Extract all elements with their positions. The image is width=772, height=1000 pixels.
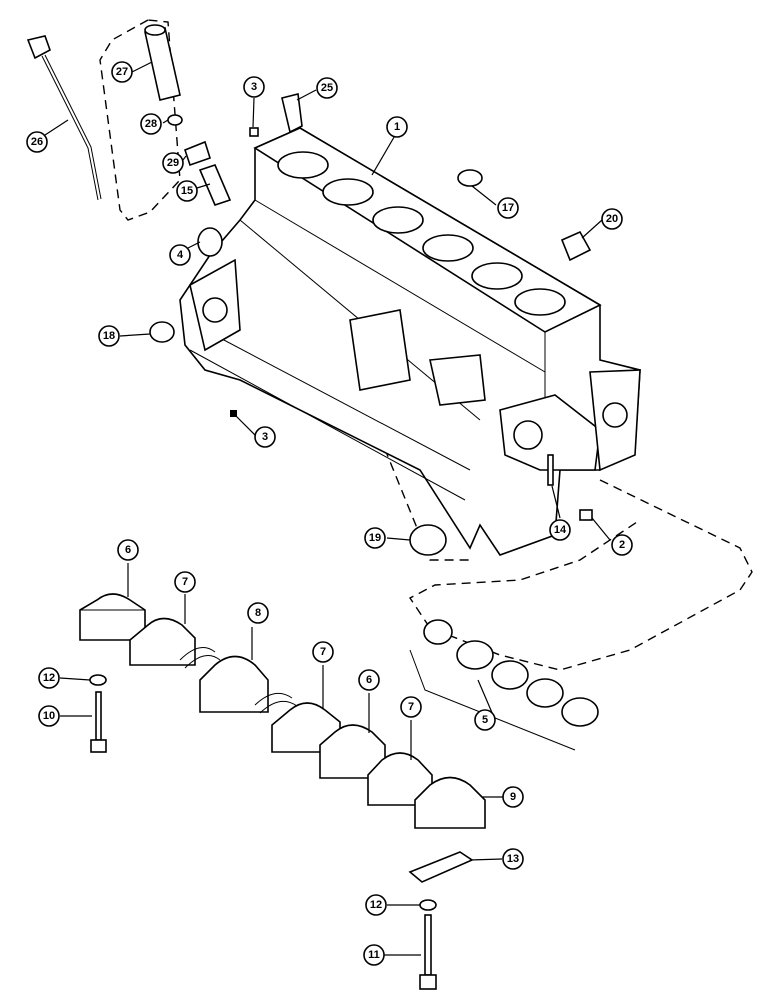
bearing-cap-6-a <box>79 593 146 641</box>
callout-17: 17 <box>497 197 519 219</box>
bearing-cap-7-a <box>129 617 196 666</box>
callout-27-label: 27 <box>116 66 128 78</box>
plug-3-side <box>230 410 237 417</box>
callout-11-label: 11 <box>368 949 380 961</box>
callout-10: 10 <box>38 705 60 727</box>
callout-20-label: 20 <box>606 213 618 225</box>
callout-7-c: 7 <box>400 696 422 718</box>
callout-12-a-label: 12 <box>43 672 55 684</box>
washer-12-b <box>419 899 437 911</box>
callout-12-a: 12 <box>38 667 60 689</box>
callout-15: 15 <box>176 180 198 202</box>
cylinder-block <box>179 127 641 556</box>
callout-3-side: 3 <box>254 426 276 448</box>
callout-8-label: 8 <box>255 607 261 619</box>
o-ring-28 <box>167 114 183 126</box>
stud-14 <box>547 454 554 486</box>
callout-18-label: 18 <box>103 330 115 342</box>
dipstick-26 <box>26 35 102 201</box>
clamp-29 <box>184 140 211 167</box>
callout-14: 14 <box>549 519 571 541</box>
callout-19-label: 19 <box>369 532 381 544</box>
dashed-group-outlines <box>99 19 753 671</box>
callout-11: 11 <box>363 944 385 966</box>
callout-9-label: 9 <box>510 791 516 803</box>
plug-3-top <box>249 127 259 137</box>
callout-7-a: 7 <box>174 571 196 593</box>
callout-19: 19 <box>364 527 386 549</box>
camshaft-bushings <box>409 619 599 751</box>
washer-12-a <box>89 674 107 686</box>
callout-7-b: 7 <box>312 641 334 663</box>
callout-12-b: 12 <box>365 894 387 916</box>
callout-29-label: 29 <box>167 157 179 169</box>
callout-28: 28 <box>140 113 162 135</box>
callout-25-label: 25 <box>321 82 333 94</box>
callout-4-label: 4 <box>177 249 184 261</box>
plug-19 <box>409 524 447 556</box>
callout-13: 13 <box>502 848 524 870</box>
callout-13-label: 13 <box>507 853 519 865</box>
callout-15-label: 15 <box>181 185 193 197</box>
callout-5: 5 <box>474 709 496 731</box>
callout-7-b-label: 7 <box>320 646 326 658</box>
fitting-2 <box>579 509 593 521</box>
callout-1-label: 1 <box>394 121 400 133</box>
callout-14-label: 14 <box>554 524 567 536</box>
callout-1: 1 <box>386 116 408 138</box>
bolt-11 <box>419 914 437 990</box>
callout-10-label: 10 <box>43 710 55 722</box>
bearing-cap-8 <box>199 655 269 713</box>
tube-15 <box>198 164 232 206</box>
callout-2-label: 2 <box>619 539 625 551</box>
callout-20: 20 <box>601 208 623 230</box>
plug-18 <box>149 321 175 343</box>
callout-2: 2 <box>611 534 633 556</box>
callout-6-b: 6 <box>358 669 380 691</box>
callout-18: 18 <box>98 325 120 347</box>
callout-29: 29 <box>162 152 184 174</box>
callout-8: 8 <box>247 602 269 624</box>
callout-25: 25 <box>316 77 338 99</box>
callout-17-label: 17 <box>502 202 514 214</box>
callout-3-top-label: 3 <box>251 81 257 93</box>
callout-3-top: 3 <box>243 76 265 98</box>
callout-4: 4 <box>169 244 191 266</box>
callout-6-b-label: 6 <box>366 674 372 686</box>
callout-26: 26 <box>26 131 48 153</box>
bearing-cap-9 <box>414 776 486 829</box>
callout-5-label: 5 <box>482 714 488 726</box>
leader-lines <box>44 61 611 956</box>
bolt-10 <box>90 691 107 753</box>
callout-6-a: 6 <box>117 539 139 561</box>
callout-12-b-label: 12 <box>370 899 382 911</box>
sender-25 <box>281 93 303 134</box>
callout-9: 9 <box>502 786 524 808</box>
thrust-washers <box>179 647 298 714</box>
callout-3-side-label: 3 <box>262 431 268 443</box>
callout-28-label: 28 <box>145 118 157 130</box>
callout-27: 27 <box>111 61 133 83</box>
valve-20 <box>560 230 592 262</box>
plate-13 <box>408 851 474 883</box>
plug-4 <box>197 227 223 257</box>
tube-27 <box>144 24 181 101</box>
callout-26-label: 26 <box>31 136 43 148</box>
callout-7-c-label: 7 <box>408 701 414 713</box>
callout-7-a-label: 7 <box>182 576 188 588</box>
callout-6-a-label: 6 <box>125 544 131 556</box>
plug-17 <box>457 169 483 187</box>
